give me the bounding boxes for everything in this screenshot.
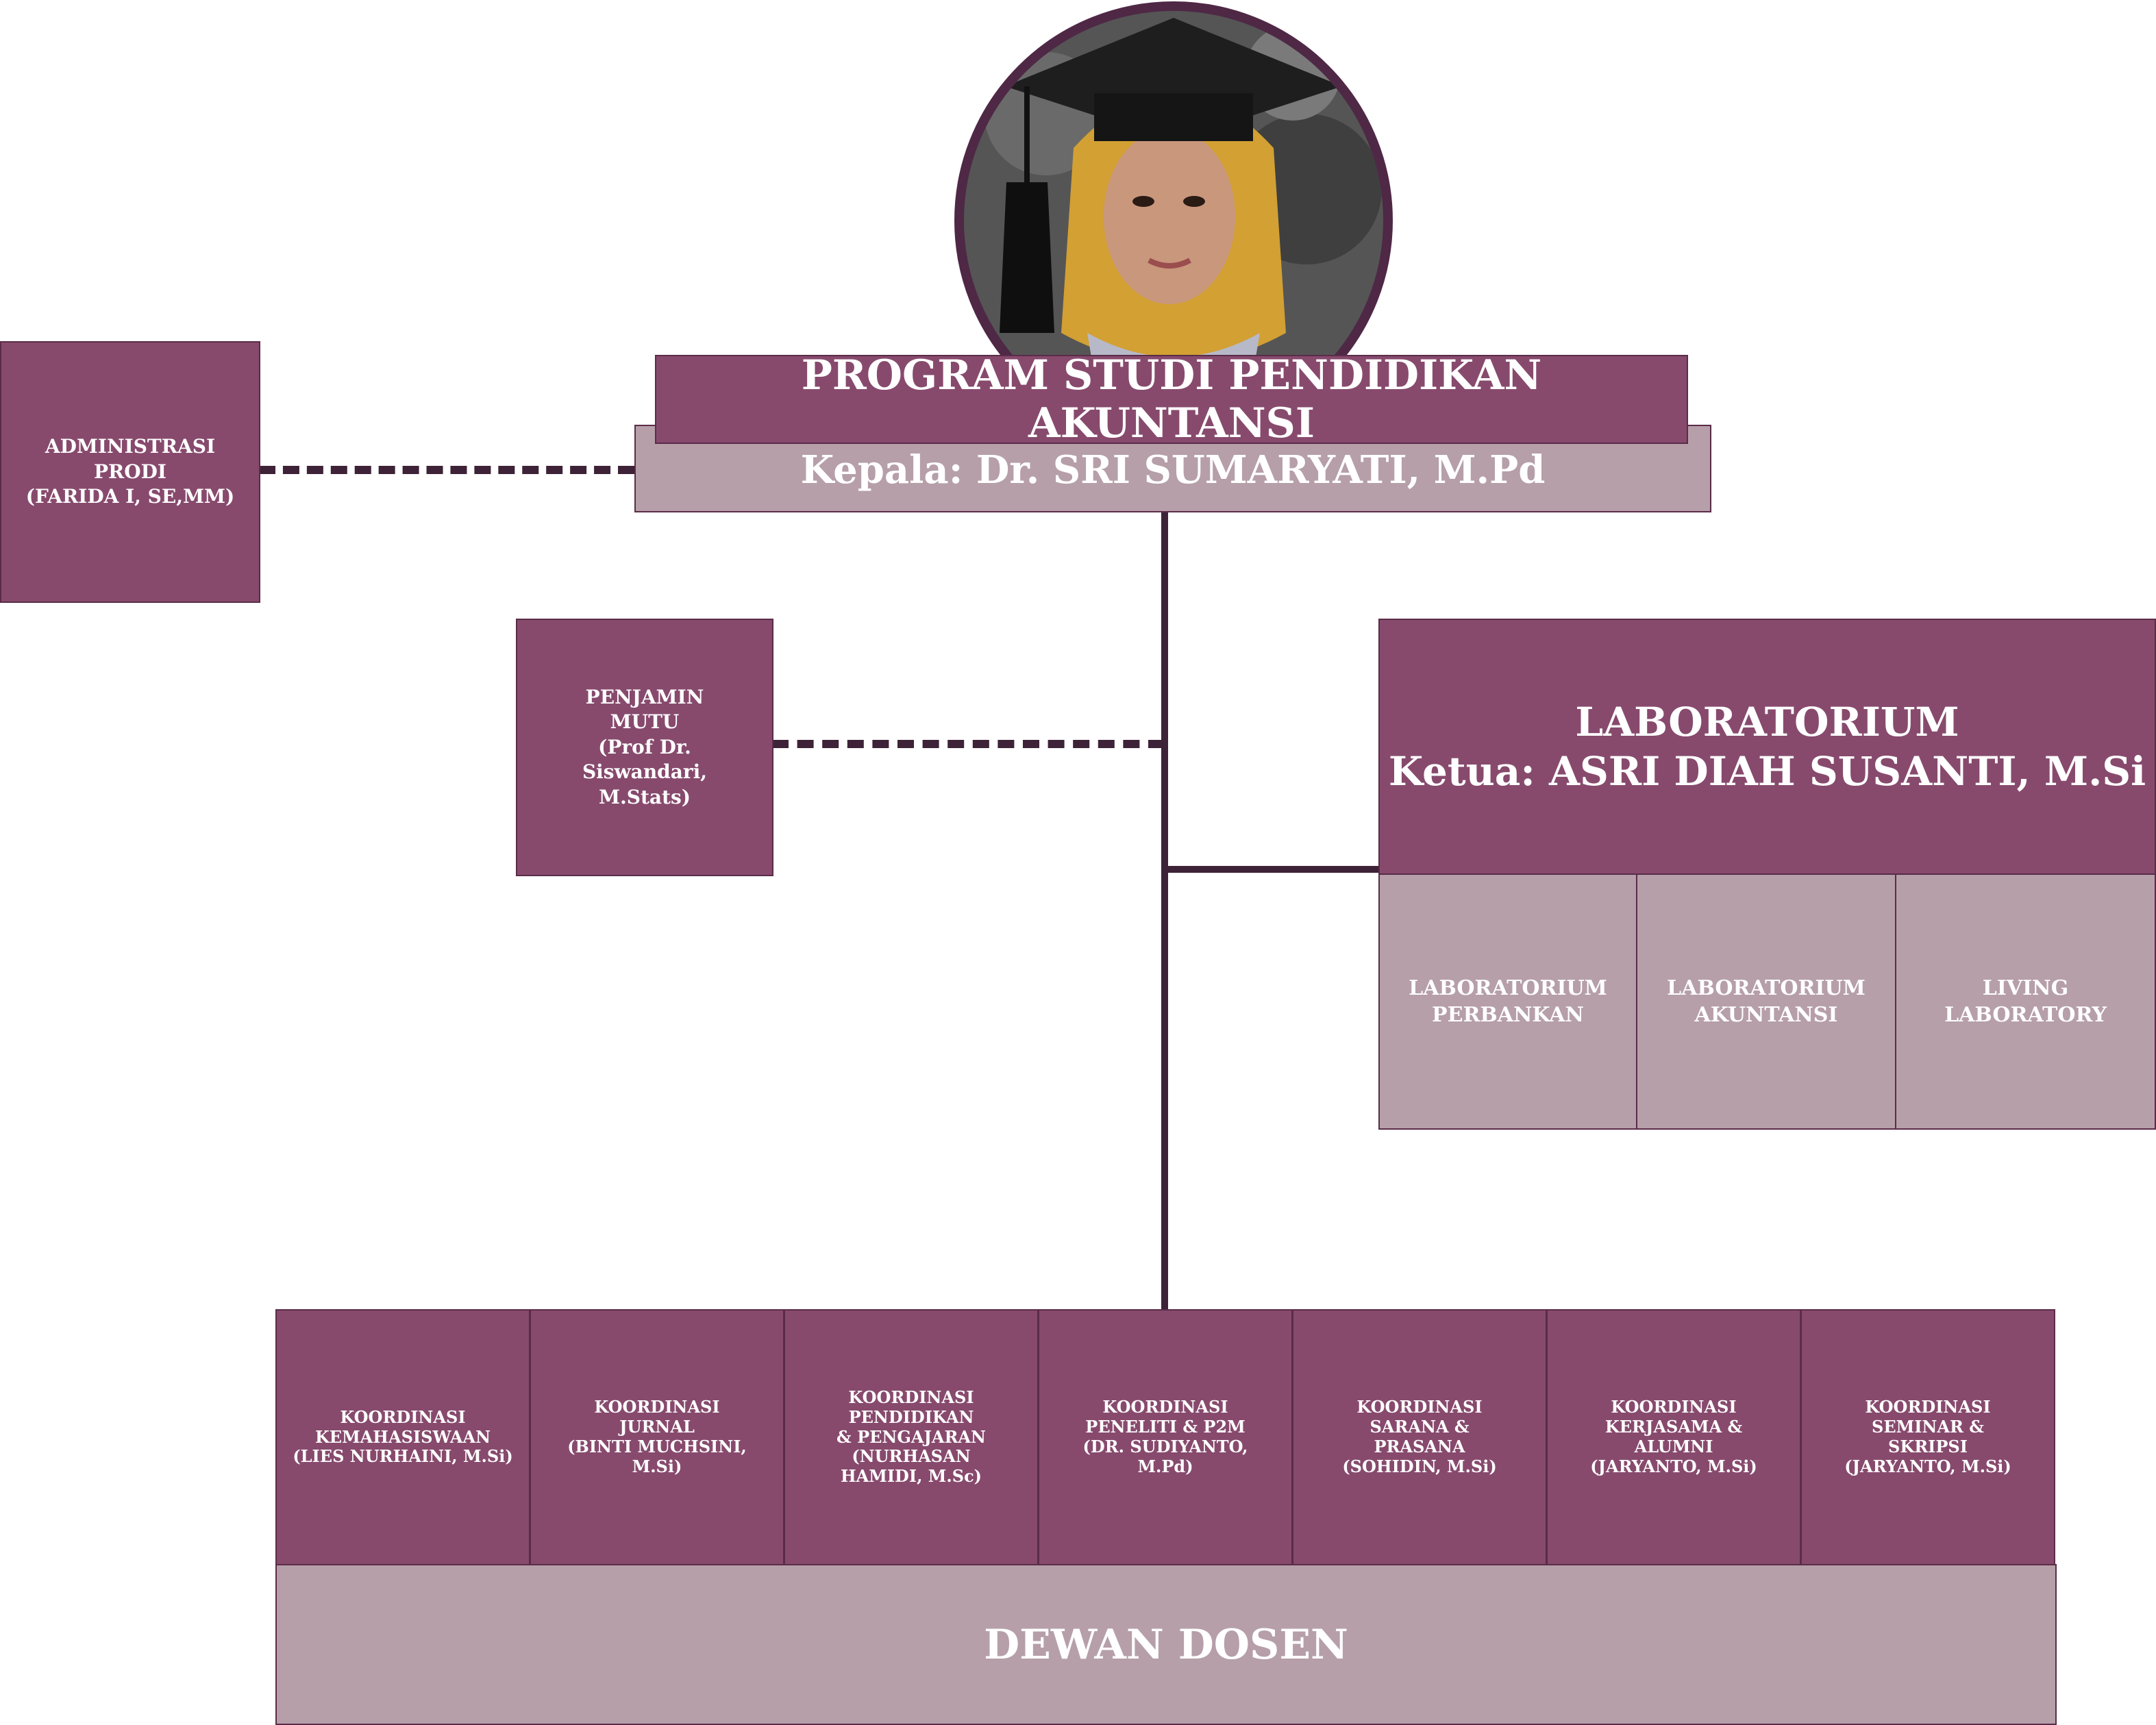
- koordinasi-line: SARANA &: [1370, 1417, 1470, 1437]
- koordinasi-line: SEMINAR &: [1872, 1417, 1984, 1437]
- koordinasi-kemahasiswaan: KOORDINASI KEMAHASISWAAN (LIES NURHAINI,…: [275, 1309, 530, 1565]
- lab-title: LABORATORIUM: [1575, 698, 1959, 745]
- admin-line: ADMINISTRASI: [45, 435, 216, 458]
- koordinasi-peneliti: KOORDINASI PENELITI & P2M (DR. SUDIYANTO…: [1038, 1309, 1293, 1565]
- koordinasi-line: (SOHIDIN, M.Si): [1342, 1456, 1497, 1476]
- koordinasi-line: HAMIDI, M.Sc): [840, 1466, 982, 1487]
- koordinasi-line: & PENGAJARAN: [837, 1426, 986, 1447]
- lab-unit-akuntansi: LABORATORIUM AKUNTANSI: [1636, 873, 1896, 1130]
- penjamin-line: Siswandari,: [582, 760, 708, 784]
- koordinasi-line: (JARYANTO, M.Si): [1844, 1456, 2011, 1476]
- koordinasi-line: KOORDINASI: [340, 1406, 466, 1427]
- admin-dashed-connector: [259, 466, 634, 474]
- lab-unit-line: AKUNTANSI: [1694, 1003, 1838, 1027]
- koordinasi-line: SKRIPSI: [1888, 1437, 1968, 1456]
- lab-horizontal-connector: [1165, 866, 1378, 873]
- koordinasi-line: KOORDINASI: [594, 1397, 720, 1417]
- koordinasi-line: M.Si): [632, 1456, 682, 1476]
- koordinasi-line: (BINTI MUCHSINI,: [567, 1437, 747, 1456]
- koordinasi-line: KERJASAMA &: [1604, 1417, 1743, 1437]
- koordinasi-line: (JARYANTO, M.Si): [1590, 1456, 1757, 1476]
- lab-unit-line: LIVING: [1982, 976, 2069, 1000]
- koordinasi-line: ALUMNI: [1634, 1437, 1713, 1456]
- koordinasi-pendidikan: KOORDINASI PENDIDIKAN & PENGAJARAN (NURH…: [784, 1309, 1039, 1565]
- dewan-dosen-box: DEWAN DOSEN: [275, 1564, 2057, 1725]
- koordinasi-line: PENELITI & P2M: [1085, 1417, 1246, 1437]
- koordinasi-line: JURNAL: [619, 1417, 695, 1437]
- koordinasi-line: KOORDINASI: [1356, 1397, 1483, 1417]
- lab-unit-line: PERBANKAN: [1432, 1003, 1584, 1027]
- koordinasi-line: KOORDINASI: [1102, 1397, 1228, 1417]
- penjamin-line: PENJAMIN: [585, 686, 704, 709]
- admin-line: PRODI: [93, 460, 167, 483]
- lab-header-box: LABORATORIUM Ketua: ASRI DIAH SUSANTI, M…: [1378, 619, 2156, 875]
- koordinasi-seminar: KOORDINASI SEMINAR & SKRIPSI (JARYANTO, …: [1800, 1309, 2055, 1565]
- lab-head: Ketua: ASRI DIAH SUSANTI, M.Si: [1388, 748, 2146, 795]
- penjamin-line: (Prof Dr.: [598, 735, 691, 758]
- admin-box: ADMINISTRASI PRODI (FARIDA I, SE,MM): [0, 341, 260, 603]
- lab-unit-living: LIVING LABORATORY: [1895, 873, 2156, 1130]
- penjamin-line: MUTU: [610, 710, 680, 734]
- koordinasi-kerjasama: KOORDINASI KERJASAMA & ALUMNI (JARYANTO,…: [1546, 1309, 1801, 1565]
- penjamin-mutu-box: PENJAMIN MUTU (Prof Dr. Siswandari, M.St…: [516, 619, 773, 876]
- koordinasi-line: PRASANA: [1374, 1437, 1465, 1456]
- lab-unit-line: LABORATORIUM: [1409, 976, 1607, 1000]
- koordinasi-line: KEMAHASISWAAN: [314, 1426, 491, 1447]
- penjamin-line: M.Stats): [599, 785, 691, 808]
- koordinasi-line: (NURHASAN: [852, 1446, 971, 1467]
- lab-unit-line: LABORATORY: [1944, 1003, 2107, 1027]
- program-title: PROGRAM STUDI PENDIDIKAN AKUNTANSI: [655, 351, 1688, 447]
- koordinasi-line: PENDIDIKAN: [848, 1406, 974, 1427]
- koordinasi-jurnal: KOORDINASI JURNAL (BINTI MUCHSINI, M.Si): [530, 1309, 784, 1565]
- koordinasi-line: (DR. SUDIYANTO,: [1082, 1437, 1248, 1456]
- penjamin-dashed-connector: [772, 740, 1165, 748]
- lab-unit-perbankan: LABORATORIUM PERBANKAN: [1378, 873, 1637, 1130]
- koordinasi-line: KOORDINASI: [848, 1387, 974, 1407]
- lab-unit-line: LABORATORIUM: [1667, 976, 1866, 1000]
- koordinasi-line: M.Pd): [1137, 1456, 1193, 1476]
- koordinasi-line: KOORDINASI: [1865, 1397, 1991, 1417]
- koordinasi-sarana: KOORDINASI SARANA & PRASANA (SOHIDIN, M.…: [1292, 1309, 1547, 1565]
- admin-line: (FARIDA I, SE,MM): [25, 485, 235, 508]
- koordinasi-line: (LIES NURHAINI, M.Si): [293, 1446, 513, 1467]
- main-vertical-connector: [1161, 510, 1168, 1309]
- koordinasi-line: KOORDINASI: [1611, 1397, 1737, 1417]
